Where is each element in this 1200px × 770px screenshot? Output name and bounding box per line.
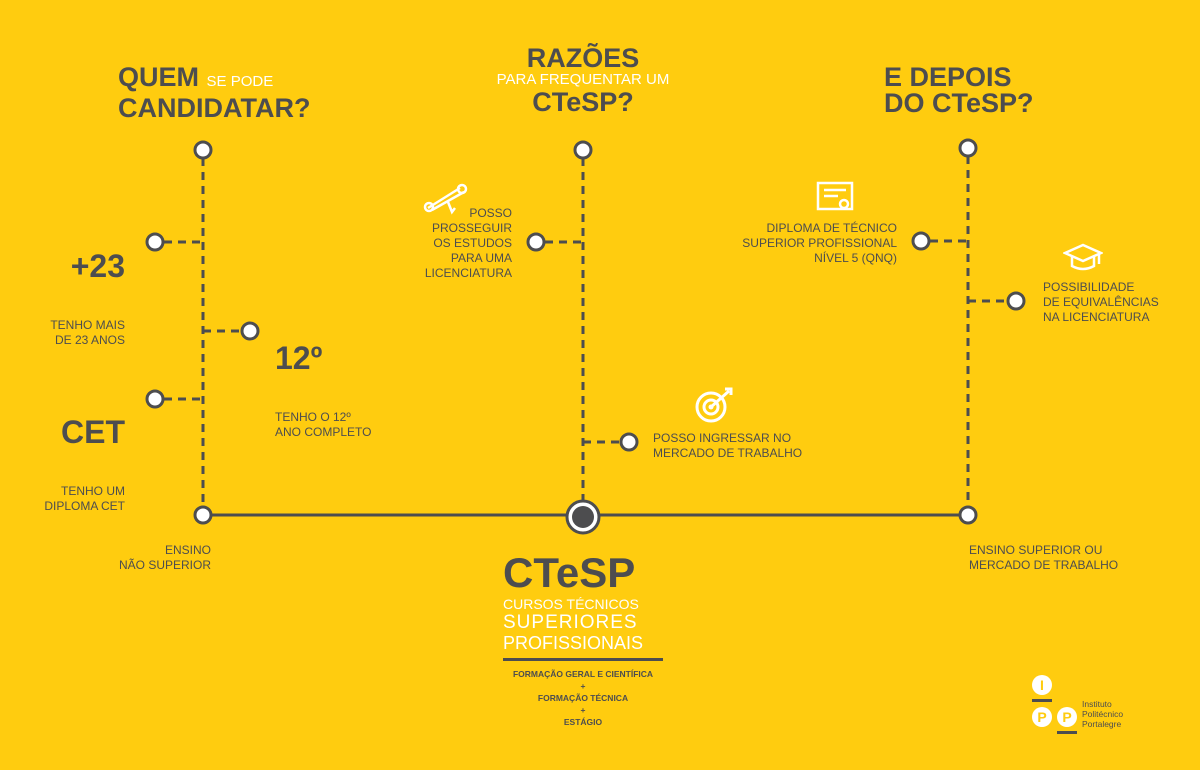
component: FORMAÇÃO GERAL E CIENTÍFICA (512, 669, 654, 679)
criterion-text: TENHO MAIS DE 23 ANOS (50, 318, 125, 347)
node (193, 140, 213, 160)
ipp-logo: I P P Instituto Politécnico Portalegre (1030, 675, 1140, 735)
logo-letter: P (1032, 707, 1052, 727)
plus: + (580, 705, 586, 715)
criterion-title: CET (61, 414, 125, 450)
reason-text: POSSO INGRESSAR NO MERCADO DE TRABALHO (653, 431, 803, 460)
node (958, 138, 978, 158)
target-icon (695, 387, 733, 423)
divider (503, 658, 663, 661)
heading-text: RAZÕES (526, 43, 640, 73)
right-bottom-label: ENSINO SUPERIOR OU MERCADO DE TRABALHO (969, 543, 1119, 572)
criterion-title: 12º (275, 340, 323, 376)
criterion-title: +23 (70, 248, 125, 284)
certificate-icon (816, 181, 854, 211)
heading-subtext: PARA FREQUENTAR UM (496, 71, 670, 88)
heading-text: QUEM (118, 62, 199, 92)
ctesp-block: CTeSP CURSOS TÉCNICOS SUPERIORES PROFISS… (503, 552, 663, 728)
criterion-23: +23 TENHO MAIS DE 23 ANOS (50, 214, 125, 366)
heading-text: CANDIDATAR? (118, 93, 311, 123)
component: ESTÁGIO (563, 717, 603, 727)
graduation-cap-icon (1063, 243, 1103, 271)
reason-text: POSSO PROSSEGUIR OS ESTUDOS PARA UMA LIC… (424, 206, 512, 280)
outcome-text: POSSIBILIDADE DE EQUIVALÊNCIAS NA LICENC… (1043, 280, 1159, 324)
heading-text: DO CTeSP? (884, 88, 1034, 118)
plus: + (580, 681, 586, 691)
heading-text: E DEPOIS (884, 62, 1012, 92)
ctesp-title: CTeSP (503, 549, 636, 596)
ctesp-line: PROFISSIONAIS (503, 633, 644, 653)
outcome-text: DIPLOMA DE TÉCNICO SUPERIOR PROFISSIONAL… (742, 221, 897, 265)
criterion-text: TENHO O 12º ANO COMPLETO (275, 410, 372, 439)
logo-text: Instituto Politécnico Portalegre (1082, 699, 1124, 729)
criterion-12: 12º TENHO O 12º ANO COMPLETO (275, 306, 371, 458)
right-heading: E DEPOIS DO CTeSP? (884, 62, 1034, 118)
ctesp-line: SUPERIORES (503, 612, 638, 633)
node (573, 140, 593, 160)
left-heading: QUEM SE PODE CANDIDATAR? (118, 62, 311, 123)
component: FORMAÇÃO TÉCNICA (537, 693, 629, 703)
criterion-cet: CET TENHO UM DIPLOMA CET (44, 380, 125, 532)
logo-letter: P (1057, 707, 1077, 727)
ctesp-line: CURSOS TÉCNICOS (503, 596, 639, 612)
logo-letter: I (1032, 675, 1052, 695)
left-bottom-label: ENSINO NÃO SUPERIOR (118, 543, 211, 572)
heading-text: CTeSP? (532, 87, 634, 117)
criterion-text: TENHO UM DIPLOMA CET (44, 484, 125, 513)
diploma-scroll-icon (423, 183, 468, 215)
heading-subtext: SE PODE (206, 73, 274, 90)
center-heading: RAZÕES PARA FREQUENTAR UM CTeSP? (470, 43, 696, 117)
